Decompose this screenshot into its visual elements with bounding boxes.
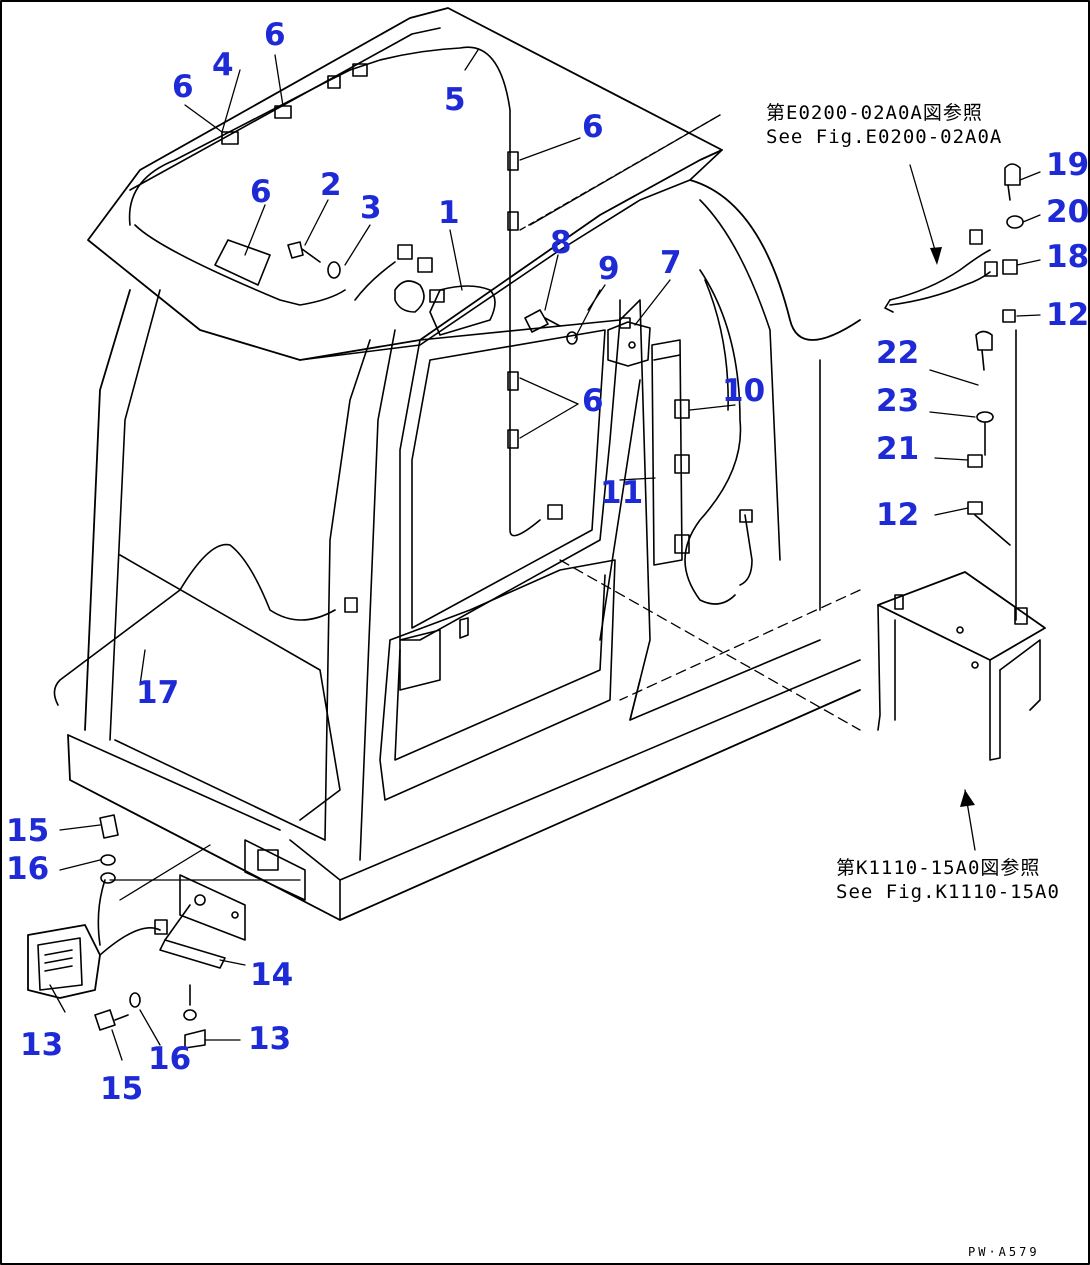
callout-14: 14 xyxy=(250,957,294,993)
callout-7: 7 xyxy=(660,245,682,281)
harness-10 xyxy=(684,269,753,605)
callout-16-lower: 16 xyxy=(148,1041,192,1077)
reference-top-japanese: 第E0200-02A0A図参照 xyxy=(766,102,983,124)
bolts-15-16 xyxy=(94,814,206,1049)
arrow-up-right xyxy=(930,247,942,265)
callout-15-upper: 15 xyxy=(6,813,50,849)
callout-6-clip: 6 xyxy=(250,174,272,210)
callout-9: 9 xyxy=(598,251,620,287)
callout-3: 3 xyxy=(360,190,382,226)
screw-2-washer-3 xyxy=(287,241,341,279)
callout-13-lamp: 13 xyxy=(20,1027,64,1063)
callout-22: 22 xyxy=(876,335,920,371)
callout-12-lower: 12 xyxy=(876,497,920,533)
callout-15-lower: 15 xyxy=(100,1071,144,1107)
mount-plate xyxy=(244,839,306,901)
callout-11: 11 xyxy=(600,475,644,511)
bracket-assembly xyxy=(877,571,1046,761)
callout-19: 19 xyxy=(1046,147,1090,183)
harness-17 xyxy=(53,543,358,706)
bracket-14 xyxy=(159,874,246,969)
cab-outline xyxy=(67,7,861,921)
arrow-down-right xyxy=(960,790,975,807)
callout-6-rear-lower: 6 xyxy=(582,383,604,419)
callout-16-upper: 16 xyxy=(6,851,50,887)
room-lamp-1 xyxy=(354,244,496,336)
bolt-22-washer-23 xyxy=(967,330,1011,546)
callout-6-rear-upper: 6 xyxy=(582,109,604,145)
work-lamp-13 xyxy=(27,879,168,999)
callout-10: 10 xyxy=(722,373,766,409)
roof-harness-5 xyxy=(128,46,563,537)
callout-17: 17 xyxy=(136,675,180,711)
callout-12-upper: 12 xyxy=(1046,297,1090,333)
callout-4: 4 xyxy=(212,47,234,83)
drawing-code: PW·A579 xyxy=(968,1245,1040,1259)
reference-bottom-english: See Fig.K1110-15A0 xyxy=(836,881,1060,903)
callout-23: 23 xyxy=(876,383,920,419)
callout-6-roof-left: 6 xyxy=(172,69,194,105)
leader-lines xyxy=(49,49,1041,1061)
reference-top-english: See Fig.E0200-02A0A xyxy=(766,126,1003,148)
callout-13-nut: 13 xyxy=(248,1021,292,1057)
callout-18: 18 xyxy=(1046,239,1090,275)
callout-1: 1 xyxy=(438,195,460,231)
callout-20: 20 xyxy=(1046,194,1090,230)
callout-8: 8 xyxy=(550,225,572,261)
bolt-8-washer-9 xyxy=(524,309,578,345)
relay-harness xyxy=(884,229,998,313)
callout-6-roof-right: 6 xyxy=(264,17,286,53)
bolt-19-washer-20 xyxy=(1002,163,1024,621)
callout-2: 2 xyxy=(320,167,342,203)
callout-5: 5 xyxy=(444,82,466,118)
bracket-11 xyxy=(651,339,690,566)
callout-21: 21 xyxy=(876,431,920,467)
reference-bottom-japanese: 第K1110-15A0図参照 xyxy=(836,857,1041,879)
breaker-7 xyxy=(607,299,651,367)
